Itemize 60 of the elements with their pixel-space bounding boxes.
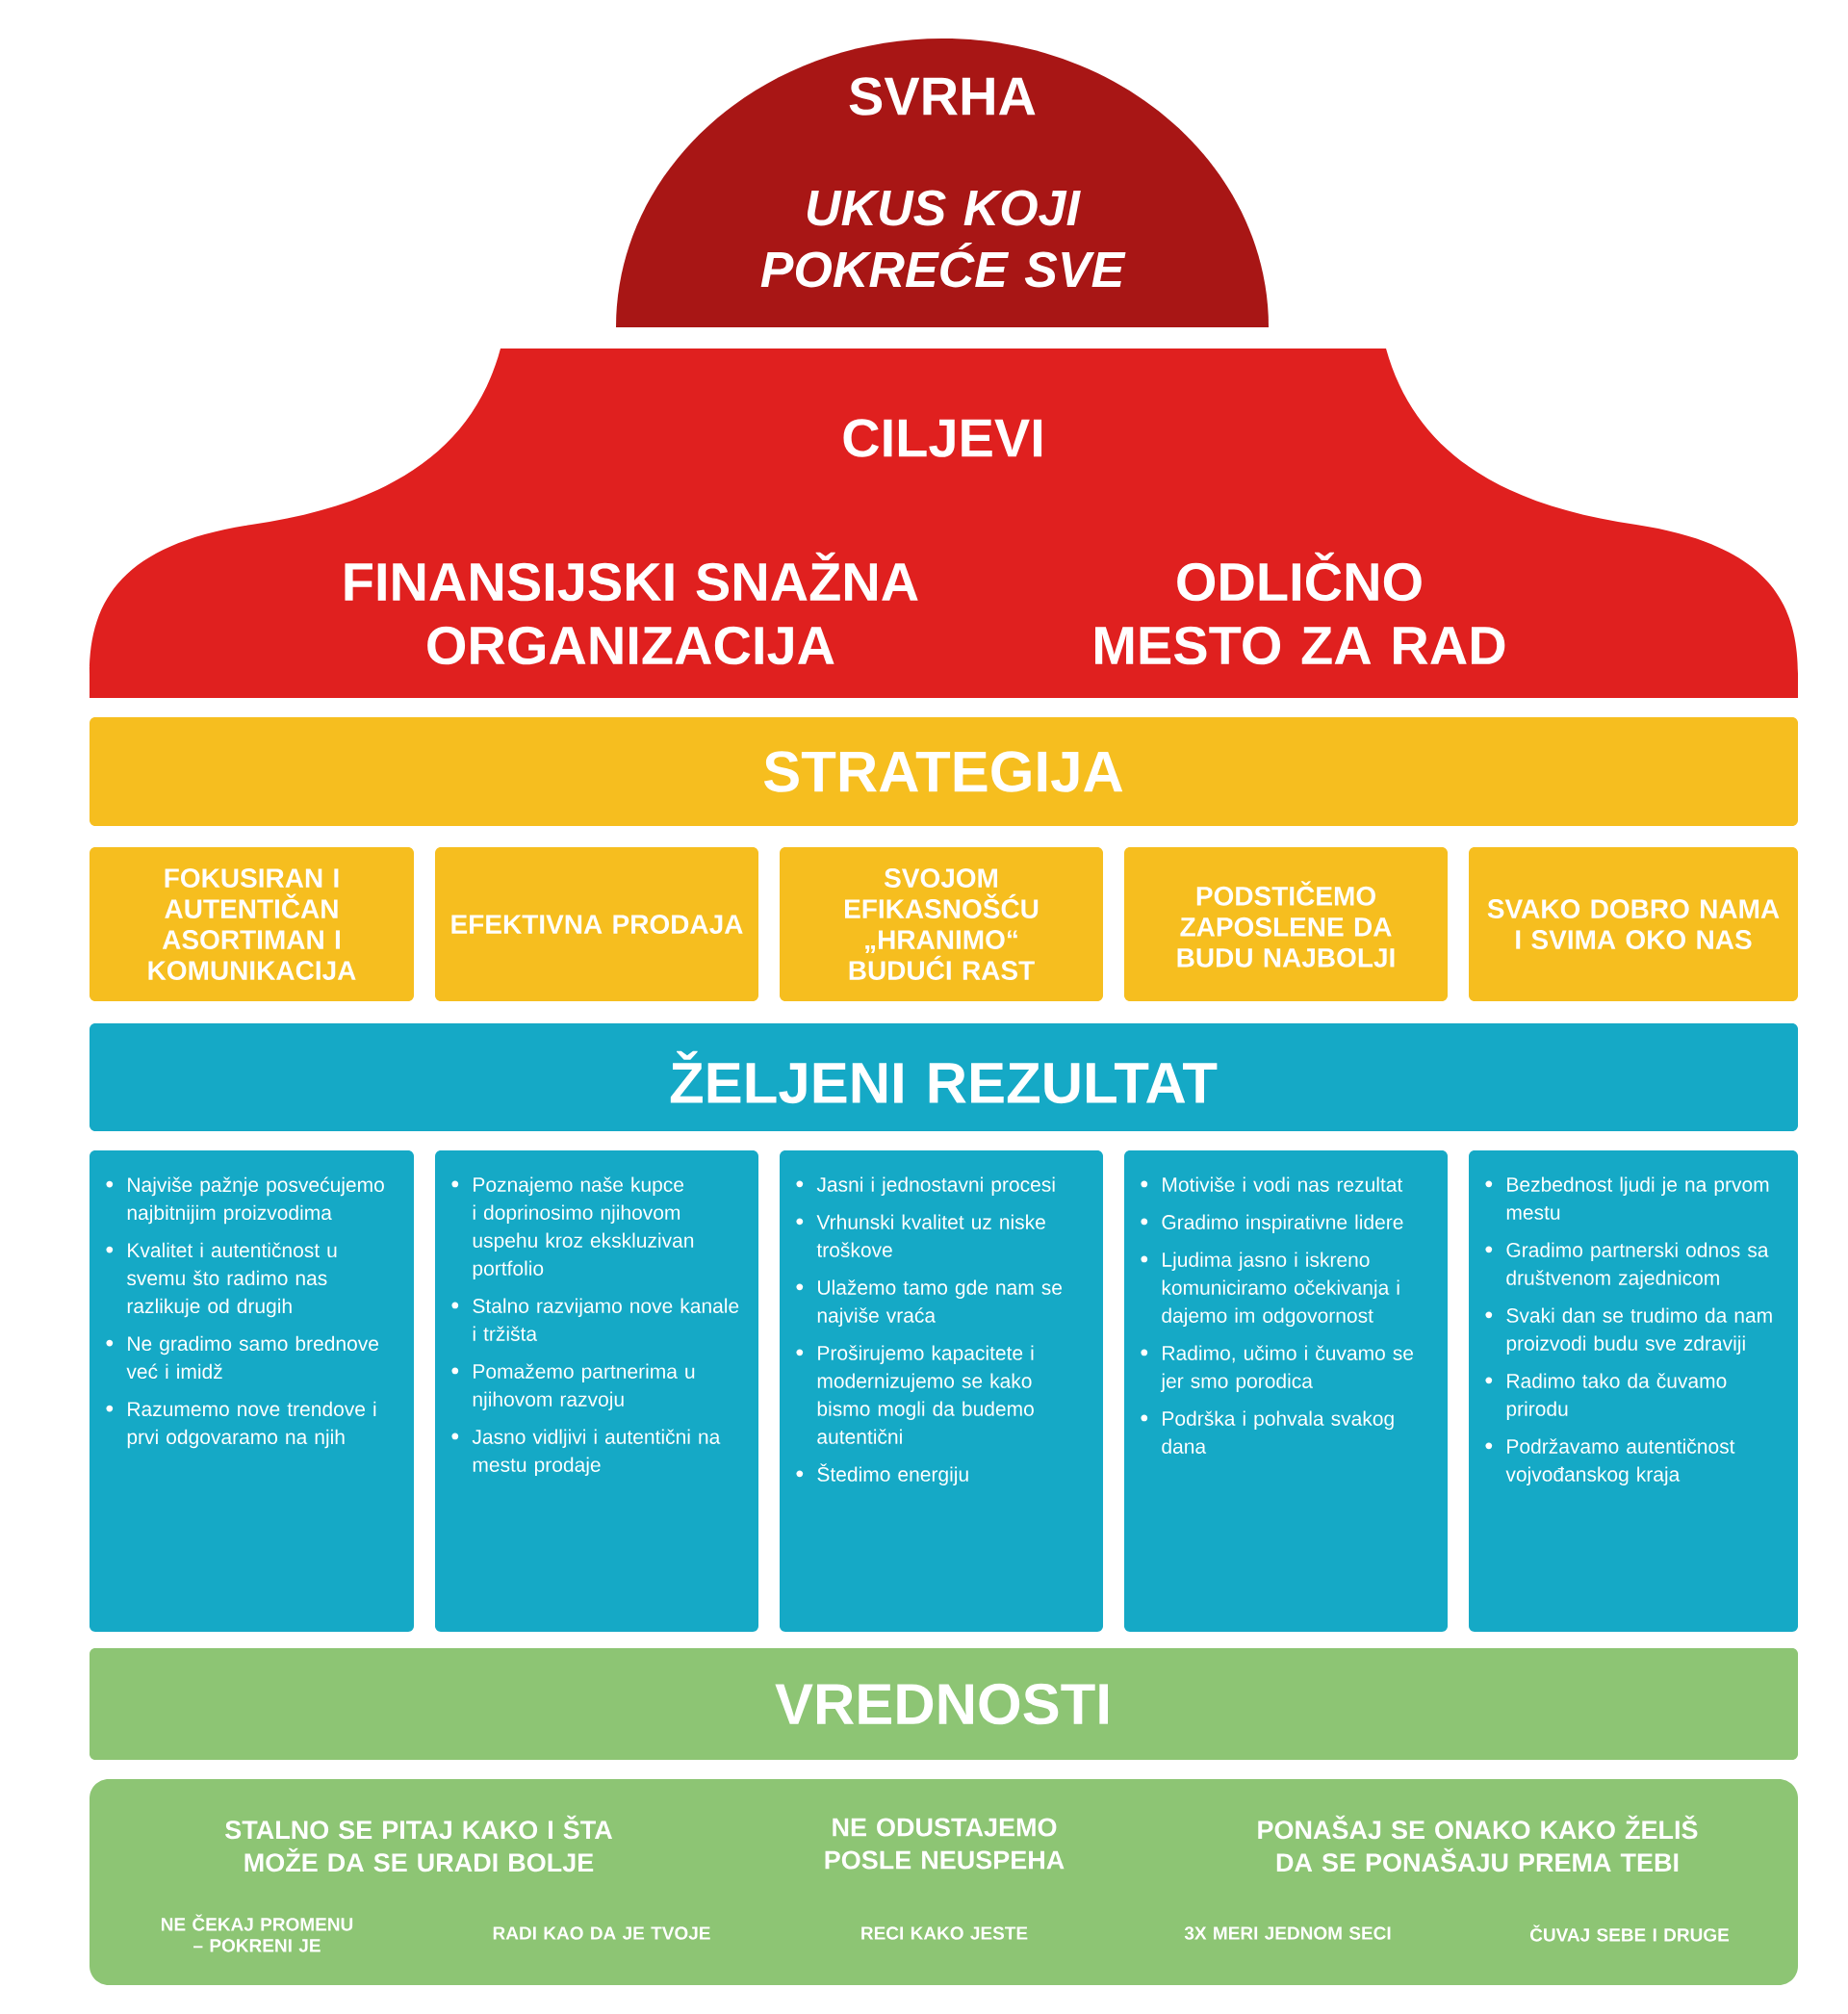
heading: SVRHA [849,77,1036,116]
bullet-text: Gradimo inspirativne lidere [1141,1214,1403,1234]
bullet-text: Motiviše i vodi nas rezultat [1141,1176,1403,1192]
bullet-text: Ulažemo tamo gde nam se najviše vraća [796,1279,1063,1327]
bullet-text: Radimo, učimo i čuvamo se jer smo porodica [1141,1345,1413,1393]
strategy-box [1469,847,1798,1001]
result-box [1124,1150,1448,1632]
bullet-text: Vrhunski kvalitet uz niske troškove [796,1214,1045,1257]
value-note: ČUVAJ SEBE I DRUGE [1530,1924,1730,1942]
goal-text: ODLIČNO MESTO ZA RAD [1095,552,1505,665]
goals-banner [90,349,1798,698]
bullet-text: Proširujemo kapacitete i modernizujemo se kako bismo mogli da budemo autentični [796,1345,1034,1444]
heading: VREDNOSTI [775,1683,1108,1725]
result-box [1469,1150,1798,1632]
bullet-text: Jasni i jednostavni procesi [796,1176,1055,1196]
bullet-text: Ne gradimo samo brednove već i imidž [106,1335,378,1380]
strategy-text: SVAKO DOBRO NAMA I SVIMA OKO NAS [1487,899,1780,949]
value-note: RADI KAO DA JE TVOJE [493,1926,710,1940]
bullet-text: Gradimo partnerski odnos sa društvenom zajednicom [1485,1242,1769,1289]
slogan: UKUS KOJI POKREĆE SVE [760,190,1126,288]
strategy-text: SVOJOM EFIKASNOŠĆU „HRANIMO“ BUDUĆI RAST [845,868,1039,980]
dome-banner [616,39,1269,327]
value-note: 3X MERI JEDNOM SECI [1184,1926,1391,1940]
value-text: STALNO SE PITAJ KAKO I ŠTA MOŽE DA SE URADI BOLJE [225,1815,613,1872]
bullet-text: Bezbednost ljudi je na prvom mestu [1485,1176,1769,1220]
bullet-text: Štedimo energiju [796,1463,968,1485]
strategy-box [1124,847,1448,1001]
bullet-text: Stalno razvijamo nove kanale i tržišta [451,1298,739,1341]
bullet-text: Najviše pažnje posvećujemo najbitnijim proizvodima [106,1176,384,1225]
section-band [90,1648,1798,1760]
heading: STRATEGIJA [763,751,1123,792]
value-text: NE ODUSTAJEMO POSLE NEUSPEHA [825,1818,1065,1870]
strategy-box [90,847,414,1001]
strategy-box [435,847,758,1001]
heading: CILJEVI [843,419,1042,457]
bullet-text: Pomažemo partnerima u njihovom razvoju [451,1363,695,1411]
strategy-text: EFEKTIVNA PRODAJA [451,915,743,934]
result-box [780,1150,1103,1632]
goal-text: FINANSIJSKI SNAŽNA ORGANIZACIJA [345,552,918,665]
strategy-box [780,847,1103,1001]
strategy-text: FOKUSIRAN I AUTENTIČAN ASORTIMAN I KOMUNIKACIJA [148,868,356,980]
heading: ŽELJENI REZULTAT [670,1050,1218,1104]
value-text: PONAŠAJ SE ONAKO KAKO ŽELIŠ DA SE PONAŠAJU PREMA TEBI [1258,1815,1698,1872]
bullet-text: Ljudima jasno i iskreno komuniciramo očekivanja i dajemo im odgovornost [1141,1252,1399,1328]
result-box [90,1150,414,1632]
bullet-text: Poznajemo naše kupce i doprinosimo njihovom uspehu kroz ekskluzivan portfolio [451,1176,694,1280]
values-box [90,1779,1798,1985]
bullet-text: Kvalitet i autentičnost u svemu što radimo nas razlikuje od drugih [106,1242,337,1318]
bullet-text: Razumemo nove trendove i prvi odgovaramo na njih [106,1401,376,1449]
bullet-text: Podrška i pohvala svakog dana [1141,1410,1394,1454]
section-band [90,1023,1798,1131]
value-note: RECI KAKO JESTE [861,1926,1028,1940]
bullet-text: Podržavamo autentičnost vojvođanskog kraja [1485,1438,1735,1485]
section-band [90,717,1798,826]
result-box [435,1150,758,1632]
bullet-text: Svaki dan se trudimo da nam proizvodi budu sve zdraviji [1485,1307,1772,1355]
bullet-text: Jasno vidljivi i autentični na mestu prodaje [451,1429,721,1477]
bullet-text: Radimo tako da čuvamo prirodu [1485,1373,1727,1420]
strategy-text: PODSTIČEMO ZAPOSLENE DA BUDU NAJBOLJI [1177,881,1395,968]
value-note: NE ČEKAJ PROMENU – POKRENI JE [162,1914,353,1952]
